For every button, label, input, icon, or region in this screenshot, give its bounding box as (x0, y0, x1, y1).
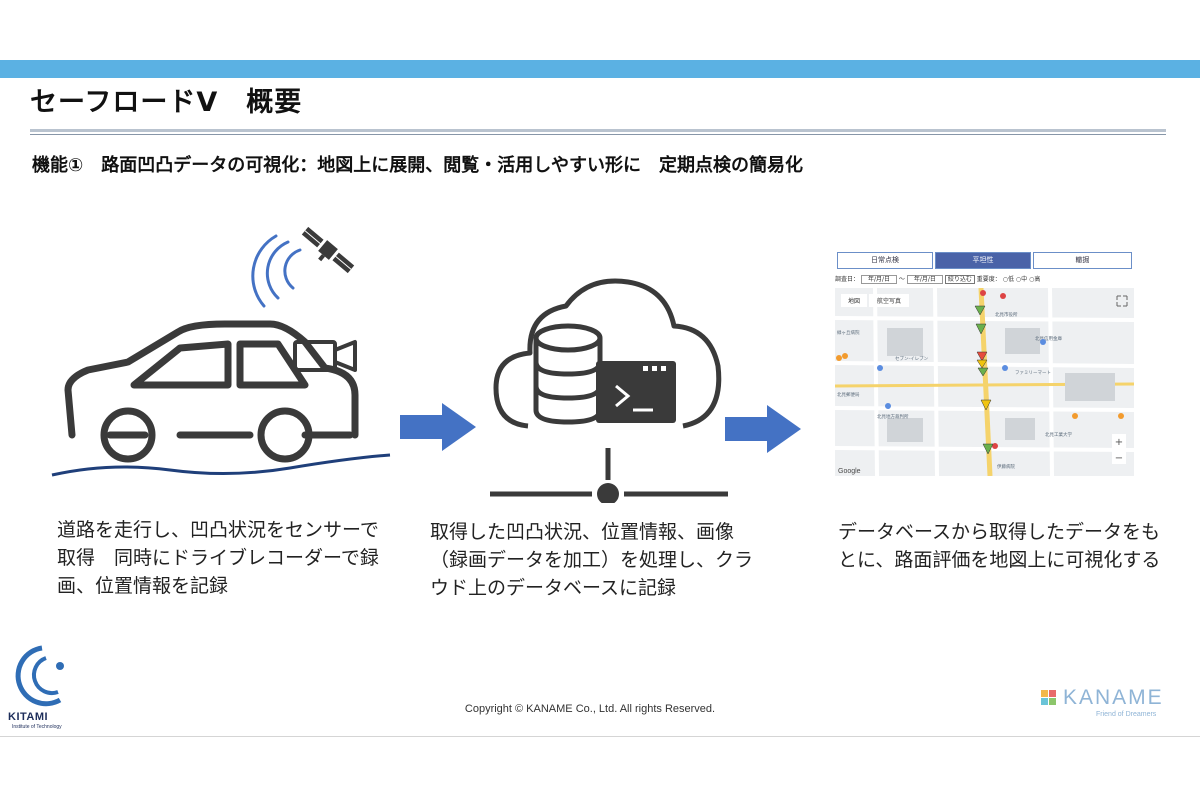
fullscreen-icon[interactable] (1116, 295, 1128, 307)
range-separator: ～ (898, 276, 905, 283)
survey-date-label: 調査日： (835, 276, 860, 283)
map-label: セブン-イレブン (895, 355, 929, 362)
map-canvas[interactable]: 地図 航空写真 北見市役所 緑ヶ丘病院 北見信用金庫 セブン-イレブン 北見地方… (835, 288, 1134, 476)
page-title: セーフロードV 概要 (30, 87, 303, 118)
map-type-satellite[interactable] (869, 294, 909, 307)
map-label: 伊藤病院 (997, 463, 1015, 470)
step-3-description: データベースから取得したデータをもとに、路面評価を地図上に可視化する (838, 521, 1161, 571)
page-subtitle: 機能① 路面凹凸データの可視化：地図上に展開、閲覧・活用しやすい形に 定期点検の… (32, 155, 804, 176)
kitami-logo-icon (15, 645, 64, 707)
zoom-out-button[interactable] (1112, 450, 1126, 464)
satellite-icon (301, 226, 355, 274)
date-to-field[interactable]: 年/月/日 (906, 275, 943, 284)
kaname-logo-name: KANAME (1063, 686, 1164, 709)
top-accent-bar (0, 60, 1200, 78)
severity-low[interactable]: ○低 (1002, 276, 1014, 283)
tab-daily-inspection[interactable]: 日常点検 (837, 252, 933, 269)
step-2-description: 取得した凹凸状況、位置情報、画像（録画データを加工）を処理し、クラウド上のデータ… (430, 521, 754, 599)
kitami-logo-name: KITAMI (8, 711, 49, 723)
cloud-icon (493, 278, 722, 429)
cloud-database-illustration (490, 278, 728, 503)
map-place-pins (836, 290, 1124, 449)
map-screenshot: 日常点検 平坦性 轍掘 調査日： 年/月/日 ～ 年/月/日 絞り込む 重要度：… (835, 248, 1134, 476)
map-label: 緑ヶ丘病院 (837, 329, 860, 336)
map-type-satellite-label: 航空写真 (877, 297, 901, 305)
tab-rutting[interactable]: 轍掘 (1033, 252, 1132, 269)
map-label: 北見信用金庫 (1035, 335, 1062, 342)
severity-label: 重要度： (976, 276, 1001, 283)
car-sensor-illustration (51, 226, 391, 477)
car-icon (64, 320, 359, 463)
google-logo: Google (838, 468, 861, 475)
map-type-map[interactable] (841, 294, 867, 307)
severity-mid[interactable]: ○中 (1015, 276, 1028, 283)
filter-row: 調査日： 年/月/日 ～ 年/月/日 絞り込む 重要度： ○低 ○中 ○高 (835, 274, 1134, 284)
footer-divider (0, 736, 1200, 737)
copyright-text: Copyright © KANAME Co., Ltd. All rights … (464, 703, 716, 715)
network-node (597, 483, 619, 503)
flow-arrow-2 (725, 405, 801, 453)
dashcam-icon (293, 340, 357, 372)
severity-high[interactable]: ○高 (1029, 276, 1041, 283)
map-label: 北見郵便局 (837, 391, 860, 398)
step-1-description: 道路を走行し、凹凸状況をセンサーで取得 同時にドライブレコーダーで録画、位置情報… (57, 519, 379, 597)
map-label: ファミリーマート (1015, 370, 1051, 376)
database-icon (533, 323, 603, 425)
zoom-out-label: − (1115, 453, 1123, 464)
road-evaluation-markers (974, 305, 994, 455)
map-type-map-label: 地図 (848, 297, 860, 305)
zoom-in-button[interactable] (1112, 434, 1126, 448)
title-divider-thin (30, 134, 1166, 135)
terminal-icon (596, 361, 676, 423)
flow-arrow-1 (400, 403, 476, 451)
road-surface-line (51, 453, 391, 477)
map-label: 北見工業大学 (1045, 431, 1072, 438)
zoom-in-label: + (1115, 437, 1123, 448)
title-divider (30, 129, 1166, 132)
kaname-logo-tagline: Friend of Dreamers (1096, 711, 1157, 718)
map-label: 北見市役所 (995, 311, 1018, 318)
map-label: 北見地方裁判所 (877, 413, 909, 420)
date-from-field[interactable]: 年/月/日 (860, 275, 897, 284)
tab-flatness[interactable]: 平坦性 (935, 252, 1031, 269)
filter-button[interactable]: 絞り込む (944, 275, 975, 284)
signal-waves-icon (251, 234, 302, 308)
kitami-logo-subtitle: Institute of Technology (12, 724, 62, 730)
